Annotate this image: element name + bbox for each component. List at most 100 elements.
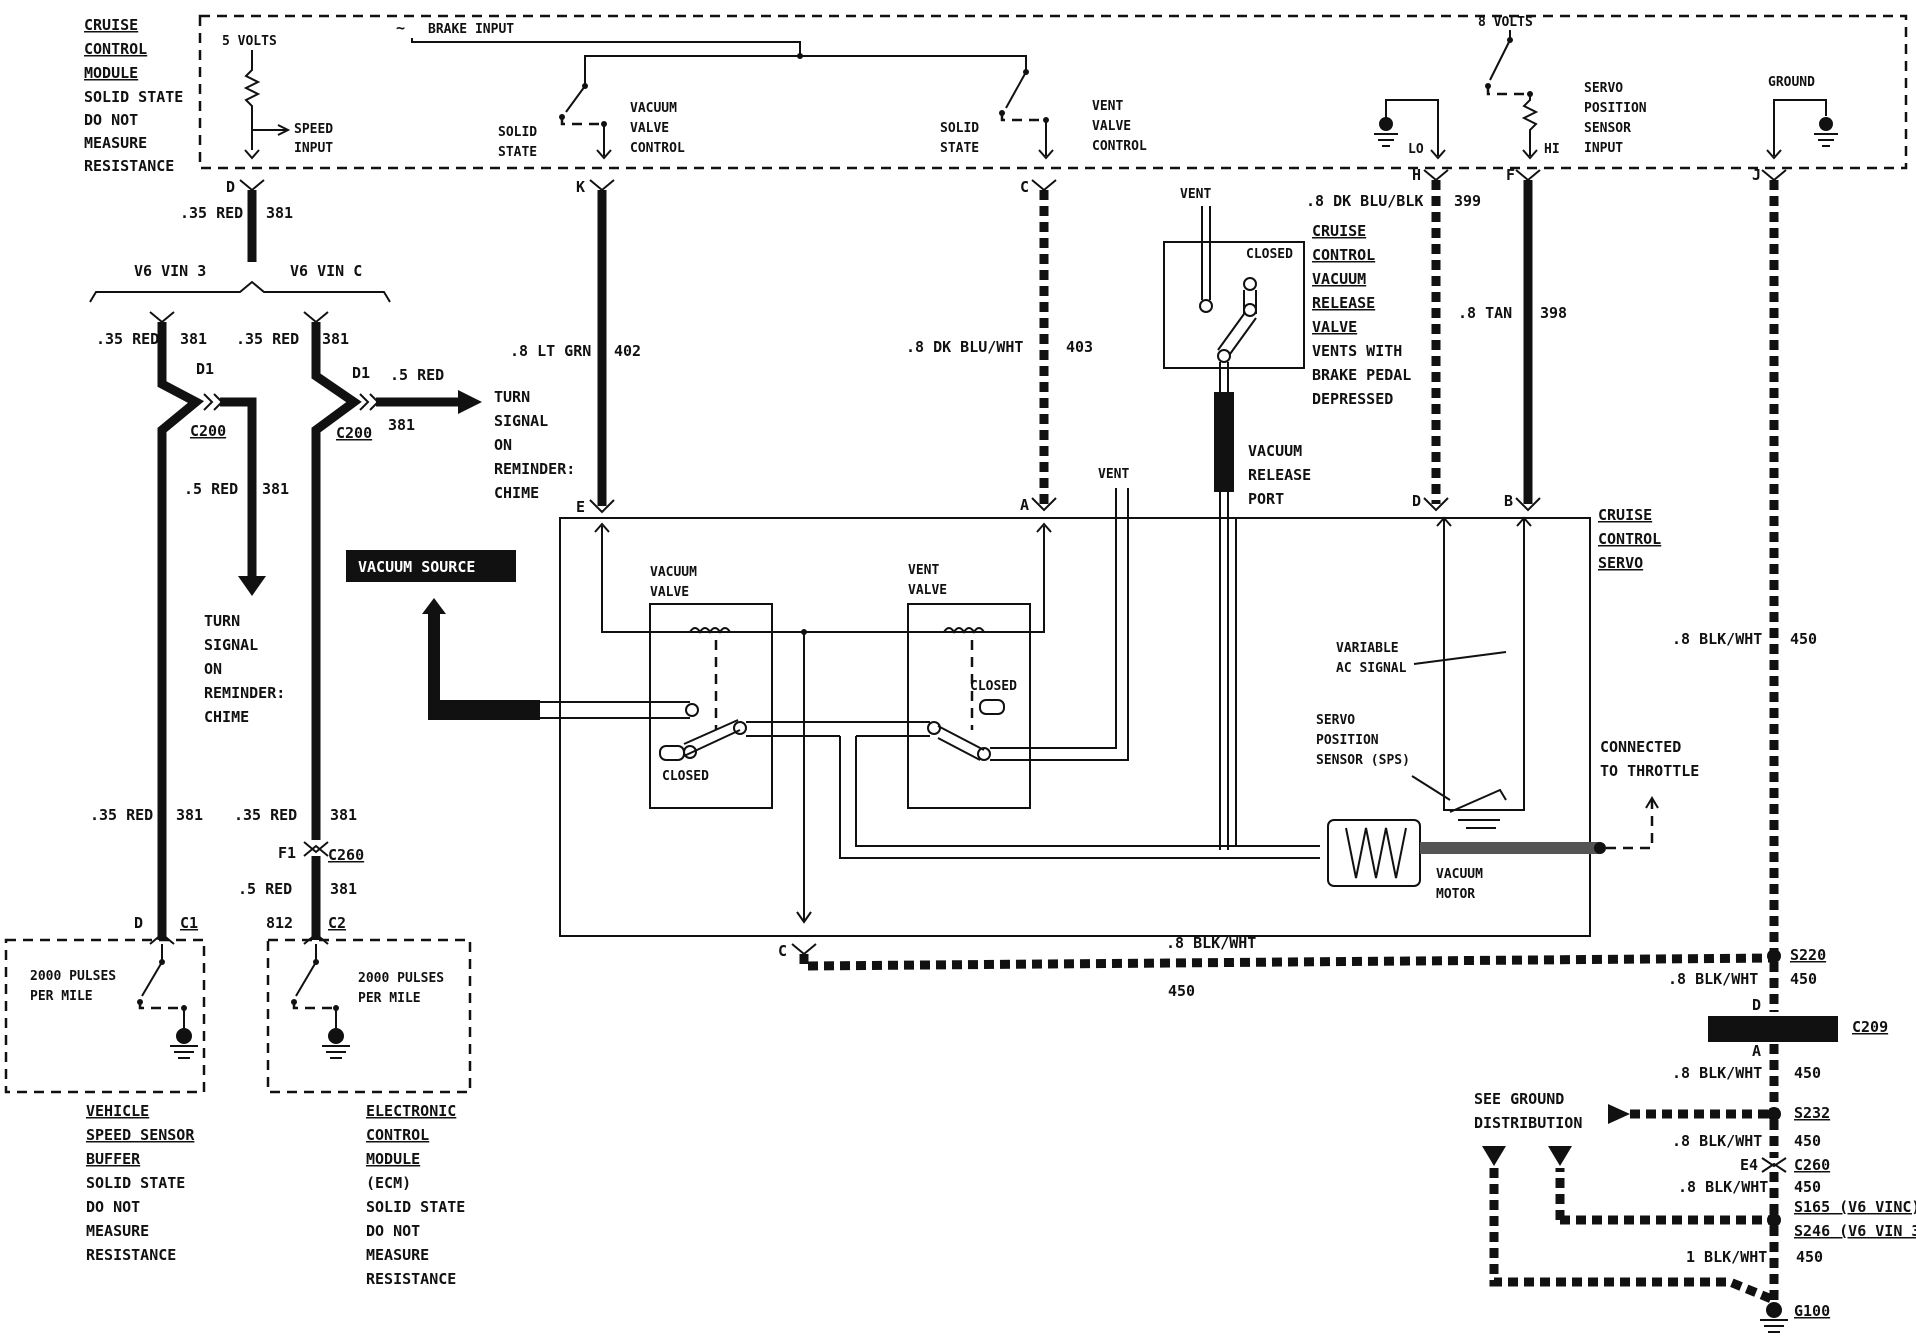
module-title-1: CRUISE (84, 16, 138, 34)
module-note-3: MEASURE (84, 134, 147, 152)
wire-ckt-381-d: 381 (266, 204, 293, 222)
release-title-4: RELEASE (1312, 294, 1375, 312)
wire-label-red-l3: .35 RED (90, 806, 153, 824)
wire-ckt-398: 398 (1540, 304, 1567, 322)
turn-signal-l-5: CHIME (204, 708, 249, 726)
pin-c-module: C (1020, 178, 1029, 196)
pin-f: F (1506, 166, 1515, 184)
turn-signal-r-1: TURN (494, 388, 530, 406)
sps-input-2: POSITION (1584, 101, 1647, 116)
ecm-title-1: ELECTRONIC (366, 1102, 456, 1120)
wire-ckt-381-r4: 381 (330, 880, 357, 898)
throttle-label-2: TO THROTTLE (1600, 762, 1699, 780)
v6-vinc-label: V6 VIN C (290, 262, 362, 280)
ecm-note-2: SOLID STATE (366, 1198, 465, 1216)
release-title-2: CONTROL (1312, 246, 1375, 264)
wire-label-blk-wht-j: .8 BLK/WHT (1672, 630, 1762, 648)
pin-c2: C2 (328, 914, 346, 932)
vent-valve-control-1: VENT (1092, 99, 1123, 114)
wire-label-red05-l: .5 RED (184, 480, 238, 498)
wire-label-red-d: .35 RED (180, 204, 243, 222)
pin-812: 812 (266, 914, 293, 932)
pin-h: H (1412, 166, 1421, 184)
wire-label-blk-wht-s220: .8 BLK/WHT (1668, 970, 1758, 988)
pin-c-servo: C (778, 942, 787, 960)
wire-label-blk-wht-c260: .8 BLK/WHT (1678, 1178, 1768, 1196)
five-volts-label: 5 VOLTS (222, 34, 277, 49)
turn-signal-l-3: ON (204, 660, 222, 678)
sps-input-4: INPUT (1584, 141, 1623, 156)
wire-label-dk-blu-blk: .8 DK BLU/BLK (1306, 192, 1423, 210)
vacuum-valve-control-1: VACUUM (630, 101, 677, 116)
vssb-note-1: SOLID STATE (86, 1174, 185, 1192)
pin-d-module: D (226, 178, 235, 196)
ground-symbol-lo (1374, 117, 1398, 147)
wire-label-blk-wht-1: 1 BLK/WHT (1686, 1248, 1767, 1266)
module-title-2: CONTROL (84, 40, 147, 58)
pin-a-c209: A (1752, 1042, 1761, 1060)
s246-label: S246 (V6 VIN 3) (1794, 1222, 1916, 1240)
vacuum-motor-1: VACUUM (1436, 867, 1483, 882)
hi-label: HI (1544, 142, 1560, 157)
wire-label-blk-wht-s232: .8 BLK/WHT (1672, 1132, 1762, 1150)
release-port-2: RELEASE (1248, 466, 1311, 484)
release-note-3: DEPRESSED (1312, 390, 1393, 408)
wire-ckt-450-g100: 450 (1796, 1248, 1823, 1266)
pin-b: B (1504, 492, 1513, 510)
sps-label-3: SENSOR (SPS) (1316, 753, 1410, 768)
ground-symbol-module (1814, 117, 1838, 147)
wire-ckt-450-s232: 450 (1794, 1132, 1821, 1150)
solid-state-1b: STATE (498, 145, 537, 160)
ecm-pulses-2: PER MILE (358, 991, 421, 1006)
vacuum-valve-label-1: VACUUM (650, 565, 697, 580)
turn-signal-r-5: CHIME (494, 484, 539, 502)
c260-right: C260 (1794, 1156, 1830, 1174)
vssb-title-2: SPEED SENSOR (86, 1126, 195, 1144)
wire-ckt-381-r3: 381 (330, 806, 357, 824)
pin-d1-right: D1 (352, 364, 370, 382)
speed-input-circuit: .35 RED 381 V6 VIN 3 V6 VIN C .35 RED 38… (89, 190, 575, 945)
wire-label-red-r3: .35 RED (234, 806, 297, 824)
wire-ckt-450-c260: 450 (1794, 1178, 1821, 1196)
ecm-note-1: (ECM) (366, 1174, 411, 1192)
ecm-note-3: DO NOT (366, 1222, 420, 1240)
variable-ac-2: AC SIGNAL (1336, 661, 1407, 676)
wire-ckt-450-j: 450 (1790, 630, 1817, 648)
pin-d-c209: D (1752, 996, 1761, 1014)
vacuum-source-label: VACUUM SOURCE (358, 558, 475, 576)
pin-j: J (1752, 166, 1761, 184)
release-title-3: VACUUM (1312, 270, 1366, 288)
vent-valve-label-2: VALVE (908, 583, 947, 598)
ground-dist-1: SEE GROUND (1474, 1090, 1564, 1108)
v6-vin3-label: V6 VIN 3 (134, 262, 206, 280)
wire-label-red-r1: .35 RED (236, 330, 299, 348)
vent-valve-closed: CLOSED (970, 679, 1017, 694)
electronic-control-module: 2000 PULSES PER MILE ELECTRONIC CONTROL … (266, 938, 472, 1288)
wire-ckt-381-r1: 381 (322, 330, 349, 348)
s232-label: S232 (1794, 1104, 1830, 1122)
g100-label: G100 (1794, 1302, 1830, 1320)
s220-label: S220 (1790, 946, 1826, 964)
cruise-control-module: CRUISE CONTROL MODULE SOLID STATE DO NOT… (84, 14, 1908, 175)
ground-symbol-g100 (1760, 1302, 1788, 1333)
ecm-title-3: MODULE (366, 1150, 420, 1168)
vssb-title-1: VEHICLE (86, 1102, 149, 1120)
pin-d-vssb: D (134, 914, 143, 932)
sps-input-1: SERVO (1584, 81, 1623, 96)
module-title-3: MODULE (84, 64, 138, 82)
pin-f1: F1 (278, 844, 296, 862)
vent-valve-label-1: VENT (908, 563, 939, 578)
solid-state-2a: SOLID (940, 121, 979, 136)
wire-ckt-399: 399 (1454, 192, 1481, 210)
speed-input-label-1: SPEED (294, 122, 333, 137)
vssb-note-3: MEASURE (86, 1222, 149, 1240)
pin-e4: E4 (1740, 1156, 1758, 1174)
servo-title-2: CONTROL (1598, 530, 1661, 548)
wire-label-tan: .8 TAN (1458, 304, 1512, 322)
wire-ckt-381-l1: 381 (180, 330, 207, 348)
vacuum-motor-2: MOTOR (1436, 887, 1475, 902)
module-note-4: RESISTANCE (84, 157, 174, 175)
wire-label-lt-grn: .8 LT GRN (510, 342, 591, 360)
ground-circuit: C .8 BLK/WHT 450 S220 .8 BLK/WHT 450 D C… (778, 934, 1916, 1333)
pin-e: E (576, 498, 585, 516)
